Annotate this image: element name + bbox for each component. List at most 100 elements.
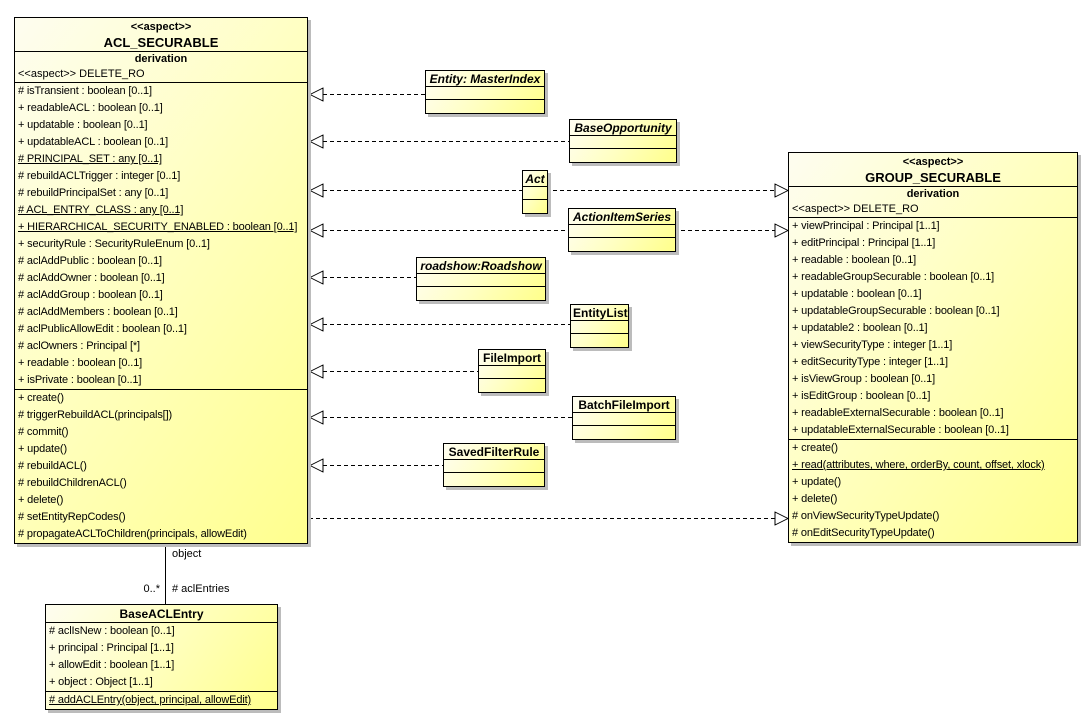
attribute: + readable : boolean [0..1] (18, 357, 143, 369)
realization-act-to-group[interactable] (546, 183, 790, 198)
operation-static: # addACLEntry(object, principal, allowEd… (49, 694, 252, 706)
hollow-triangle-arrow-icon (774, 183, 790, 198)
hollow-triangle-arrow-icon (774, 511, 790, 526)
stereotype-label: <<aspect>> (902, 156, 964, 168)
class-entitylist[interactable]: EntityList (570, 304, 629, 348)
attributes-compartment (570, 136, 676, 149)
class-group-securable[interactable]: <<aspect>> GROUP_SECURABLE derivation <<… (788, 152, 1078, 543)
operation: # triggerRebuildACL(principals[]) (18, 409, 173, 421)
attribute: # rebuildPrincipalSet : any [0..1] (18, 187, 169, 199)
realization-actionitemseries-to-acl[interactable] (308, 223, 568, 238)
class-baseopportunity[interactable]: BaseOpportunity (569, 119, 677, 163)
class-actionitemseries[interactable]: ActionItemSeries (568, 208, 676, 252)
class-header: <<aspect>> ACL_SECURABLE (15, 18, 307, 52)
realization-entitylist-to-acl[interactable] (308, 317, 570, 332)
realization-act-to-acl[interactable] (308, 183, 522, 198)
attribute: + readableExternalSecurable : boolean [0… (792, 407, 1004, 419)
attribute: + isViewGroup : boolean [0..1] (792, 373, 935, 385)
attribute: # aclAddMembers : boolean [0..1] (18, 306, 178, 318)
operation: # commit() (18, 426, 69, 438)
class-roadshow[interactable]: roadshow:Roadshow (416, 257, 546, 301)
class-name: ActionItemSeries (569, 209, 675, 225)
operation: + create() (18, 392, 64, 404)
delete-ro-stereotype: <<aspect>> DELETE_RO (15, 66, 307, 83)
realization-acl-to-group[interactable] (309, 511, 790, 526)
operation-static: + read(attributes, where, orderBy, count… (792, 459, 1045, 471)
attributes-compartment (571, 321, 628, 334)
class-name: roadshow:Roadshow (417, 258, 545, 274)
class-name: Entity: MasterIndex (426, 71, 544, 87)
realization-baseopportunity-to-acl[interactable] (308, 134, 569, 149)
class-name: ACL_SECURABLE (103, 35, 219, 50)
attribute: + principal : Principal [1..1] (49, 642, 174, 654)
class-act[interactable]: Act (522, 170, 548, 214)
operations-compartment: # addACLEntry(object, principal, allowEd… (46, 692, 277, 709)
attribute: # rebuildACLTrigger : integer [0..1] (18, 170, 181, 182)
class-entity-masterindex[interactable]: Entity: MasterIndex (425, 70, 545, 114)
attributes-compartment (479, 366, 545, 379)
attribute: # aclPublicAllowEdit : boolean [0..1] (18, 323, 187, 335)
attribute: + isPrivate : boolean [0..1] (18, 374, 142, 386)
hollow-triangle-arrow-icon (308, 364, 324, 379)
attribute: + updatableGroupSecurable : boolean [0..… (792, 305, 1000, 317)
class-batchfileimport[interactable]: BatchFileImport (572, 396, 676, 440)
attributes-compartment: + viewPrincipal : Principal [1..1] + edi… (789, 218, 1077, 440)
attribute: + securityRule : SecurityRuleEnum [0..1] (18, 238, 210, 250)
class-name: BatchFileImport (573, 397, 675, 413)
attribute: + updatable : boolean [0..1] (792, 288, 922, 300)
realization-fileimport-to-acl[interactable] (308, 364, 478, 379)
hollow-triangle-arrow-icon (308, 87, 324, 102)
attribute-static: # PRINCIPAL_SET : any [0..1] (18, 153, 162, 165)
class-acl-securable[interactable]: <<aspect>> ACL_SECURABLE derivation <<as… (14, 17, 308, 544)
operations-compartment: + create() # triggerRebuildACL(principal… (15, 390, 307, 543)
hollow-triangle-arrow-icon (308, 317, 324, 332)
attributes-compartment (573, 413, 675, 426)
attributes-compartment: # aclIsNew : boolean [0..1] + principal … (46, 623, 277, 692)
operations-compartment (444, 473, 544, 486)
operations-compartment (569, 238, 675, 251)
attribute: + updatableACL : boolean [0..1] (18, 136, 168, 148)
class-fileimport[interactable]: FileImport (478, 349, 546, 393)
attribute: + viewSecurityType : integer [1..1] (792, 339, 953, 351)
attribute: + isEditGroup : boolean [0..1] (792, 390, 931, 402)
attribute: + readableACL : boolean [0..1] (18, 102, 163, 114)
hollow-triangle-arrow-icon (774, 223, 790, 238)
realization-entity-masterindex-to-acl[interactable] (308, 87, 425, 102)
attributes-compartment (426, 87, 544, 100)
class-name: BaseACLEntry (46, 605, 277, 623)
attribute: # aclAddOwner : boolean [0..1] (18, 272, 165, 284)
class-name: BaseOpportunity (570, 120, 676, 136)
attribute: + updatable : boolean [0..1] (18, 119, 148, 131)
hollow-triangle-arrow-icon (308, 410, 324, 425)
attribute: + updatable2 : boolean [0..1] (792, 322, 928, 334)
operations-compartment (417, 287, 545, 300)
derivation-tag: derivation (134, 53, 188, 65)
operations-compartment (570, 149, 676, 162)
attribute: # isTransient : boolean [0..1] (18, 85, 152, 97)
class-header: <<aspect>> GROUP_SECURABLE (789, 153, 1077, 187)
attribute: + readableGroupSecurable : boolean [0..1… (792, 271, 995, 283)
class-savedfilterrule[interactable]: SavedFilterRule (443, 443, 545, 487)
association-role-aclentries: # aclEntries (172, 583, 230, 595)
attributes-compartment (417, 274, 545, 287)
operations-compartment (523, 200, 547, 213)
derivation-tag: derivation (906, 188, 960, 200)
attribute: + editSecurityType : integer [1..1] (792, 356, 948, 368)
hollow-triangle-arrow-icon (308, 223, 324, 238)
realization-roadshow-to-acl[interactable] (308, 270, 416, 285)
realization-actionitemseries-to-group[interactable] (674, 223, 790, 238)
operation: + delete() (18, 494, 64, 506)
hollow-triangle-arrow-icon (308, 134, 324, 149)
class-baseaclentry[interactable]: BaseACLEntry # aclIsNew : boolean [0..1]… (45, 604, 278, 710)
hollow-triangle-arrow-icon (308, 270, 324, 285)
realization-savedfilterrule-to-acl[interactable] (308, 458, 443, 473)
operations-compartment: + create() + read(attributes, where, ord… (789, 440, 1077, 542)
stereotype-label: <<aspect>> (130, 21, 192, 33)
attribute: + editPrincipal : Principal [1..1] (792, 237, 936, 249)
attribute: # aclOwners : Principal [*] (18, 340, 140, 352)
realization-batchfileimport-to-acl[interactable] (308, 410, 572, 425)
class-name: GROUP_SECURABLE (865, 170, 1001, 185)
operations-compartment (479, 379, 545, 392)
operation: # rebuildACL() (18, 460, 87, 472)
